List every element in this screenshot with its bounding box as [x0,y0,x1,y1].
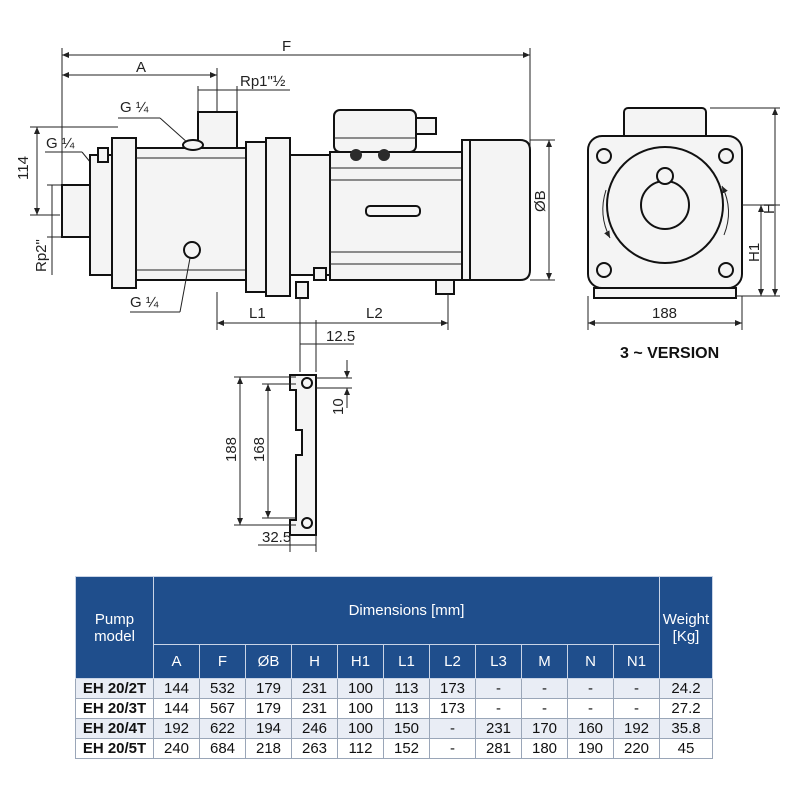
value-cell: 173 [429,698,476,719]
value-cell: 150 [383,718,430,739]
subheader-5: L1 [383,644,430,679]
version-label: 3 ~ VERSION [620,345,719,362]
value-cell: - [429,738,476,759]
value-cell: 113 [383,678,430,699]
value-cell: 179 [245,698,292,719]
value-cell: 532 [199,678,246,699]
value-cell: 190 [567,738,614,759]
weight-cell: 27.2 [659,698,713,719]
value-cell: 240 [153,738,200,759]
subheader-10: N1 [613,644,660,679]
value-cell: 100 [337,678,384,699]
value-cell: 231 [291,698,338,719]
subheader-6: L2 [429,644,476,679]
col-pump-model: Pump model [75,576,154,679]
subheader-9: N [567,644,614,679]
weight-cell: 35.8 [659,718,713,739]
subheader-0: A [153,644,200,679]
value-cell: 100 [337,718,384,739]
value-cell: 220 [613,738,660,759]
value-cell: - [521,678,568,699]
model-cell: EH 20/3T [75,698,154,719]
value-cell: - [475,698,522,719]
dim-H1-label: H1 [746,243,763,262]
dim-168-label: 168 [251,437,268,462]
model-cell: EH 20/2T [75,678,154,699]
pump-side-view: F A Rp1"½ G ¼ G ¼ 114 Rp2" [15,38,555,330]
col-weight: Weight [Kg] [659,576,713,679]
subheader-2: ØB [245,644,292,679]
value-cell: - [567,678,614,699]
value-cell: 192 [613,718,660,739]
technical-drawing: F A Rp1"½ G ¼ G ¼ 114 Rp2" [15,38,780,552]
dim-32-5-label: 32.5 [262,529,291,546]
dim-188-front-label: 188 [652,305,677,322]
value-cell: 173 [429,678,476,699]
value-cell: - [521,698,568,719]
rp2-label: Rp2" [33,239,50,272]
value-cell: - [567,698,614,719]
weight-cell: 45 [659,738,713,759]
value-cell: 231 [291,678,338,699]
value-cell: - [613,678,660,699]
value-cell: 246 [291,718,338,739]
value-cell: 112 [337,738,384,759]
pump-front-view: H H1 188 3 ~ VERSION [587,107,780,362]
dim-L1-label: L1 [249,305,266,322]
value-cell: 192 [153,718,200,739]
subheader-3: H [291,644,338,679]
value-cell: 170 [521,718,568,739]
g14-bottom-label: G ¼ [130,294,159,311]
g14-top-label: G ¼ [120,99,149,116]
dim-H-label: H [761,203,778,214]
value-cell: 144 [153,698,200,719]
value-cell: 179 [245,678,292,699]
subheader-8: M [521,644,568,679]
value-cell: 180 [521,738,568,759]
value-cell: 231 [475,718,522,739]
dim-A-label: A [136,59,146,76]
g14-left-label: G ¼ [46,135,75,152]
foot-detail-view: 12.5 10 188 168 32.5 [223,320,355,552]
dim-188-foot-label: 188 [223,437,240,462]
subheader-4: H1 [337,644,384,679]
value-cell: 152 [383,738,430,759]
value-cell: 218 [245,738,292,759]
dim-12-5-label: 12.5 [326,328,355,345]
model-cell: EH 20/4T [75,718,154,739]
dim-114-label: 114 [15,156,32,180]
value-cell: - [429,718,476,739]
dim-10-label: 10 [330,398,347,415]
subheader-1: F [199,644,246,679]
value-cell: 567 [199,698,246,719]
subheader-7: L3 [475,644,522,679]
value-cell: 100 [337,698,384,719]
dim-L2-label: L2 [366,305,383,322]
value-cell: 263 [291,738,338,759]
value-cell: - [613,698,660,719]
col-dimensions: Dimensions [mm] [153,576,660,645]
rp1-label: Rp1"½ [240,73,286,90]
weight-cell: 24.2 [659,678,713,699]
dim-OB-label: ØB [532,190,549,212]
model-cell: EH 20/5T [75,738,154,759]
value-cell: 281 [475,738,522,759]
value-cell: 160 [567,718,614,739]
dimensions-table: Pump model Dimensions [mm] Weight [Kg] A… [75,576,713,759]
value-cell: 684 [199,738,246,759]
value-cell: 622 [199,718,246,739]
table-header-row: Pump model Dimensions [mm] Weight [Kg] [75,576,713,679]
dim-F-label: F [282,38,291,55]
value-cell: 144 [153,678,200,699]
value-cell: 113 [383,698,430,719]
value-cell: 194 [245,718,292,739]
value-cell: - [475,678,522,699]
